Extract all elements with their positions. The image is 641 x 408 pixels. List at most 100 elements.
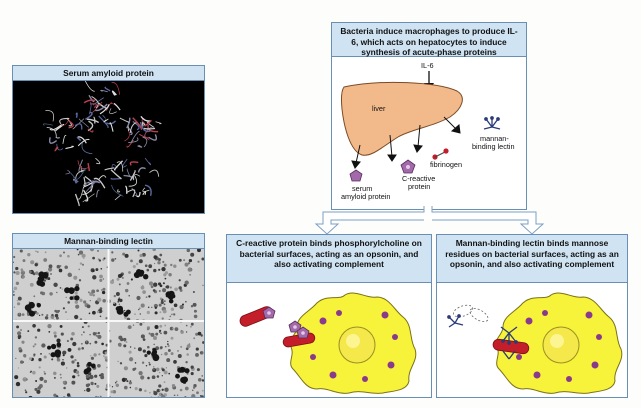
micrograph-speck — [13, 255, 16, 259]
micrograph-speck — [74, 291, 78, 295]
micrograph-speck — [178, 279, 181, 282]
micrograph-speck — [122, 252, 126, 256]
micrograph-speck — [87, 325, 90, 328]
micrograph-speck — [153, 255, 158, 260]
protein-strand — [86, 181, 98, 186]
protein-strand — [110, 177, 122, 180]
lectin-particle — [39, 276, 45, 282]
protein-strand — [98, 175, 107, 180]
micrograph-speck — [53, 393, 57, 397]
micrograph-speck — [35, 380, 38, 382]
micrograph-speck — [167, 344, 170, 348]
micrograph-speck — [119, 362, 123, 365]
micrograph-speck — [92, 256, 95, 260]
micrograph-speck — [126, 282, 130, 285]
micrograph-speck — [132, 265, 136, 269]
micrograph-speck — [165, 285, 170, 289]
micrograph-speck — [79, 298, 83, 302]
micrograph-speck — [60, 332, 64, 336]
protein-strand — [42, 123, 53, 126]
micrograph-speck — [148, 361, 151, 364]
micrograph-speck — [201, 395, 204, 397]
protein-strand — [110, 169, 122, 180]
micrograph-speck — [124, 316, 127, 319]
micrograph-speck — [159, 284, 163, 288]
micrograph-speck — [184, 262, 189, 267]
protein-strand — [144, 184, 152, 196]
lectin-particle — [115, 306, 121, 311]
micrograph-speck — [99, 315, 102, 318]
micrograph-speck — [36, 312, 39, 315]
micrograph-speck — [161, 375, 163, 377]
micrograph-speck — [153, 391, 158, 396]
protein-strand — [68, 120, 74, 129]
micrograph-speck — [86, 387, 91, 393]
micrograph-speck — [140, 375, 145, 380]
micrograph-speck — [104, 356, 108, 360]
micrograph-speck — [44, 316, 49, 320]
micrograph-speck — [192, 290, 195, 294]
protein-strand — [114, 194, 122, 201]
micrograph-speck — [144, 354, 148, 358]
acute-phase-title: Bacteria induce macrophages to produce I… — [332, 23, 526, 57]
micrograph-speck — [99, 274, 103, 279]
micrograph-speck — [19, 328, 23, 332]
micrograph-speck — [169, 315, 172, 318]
micrograph-speck — [89, 300, 91, 302]
lectin-particle — [168, 298, 174, 304]
micrograph-speck — [112, 390, 117, 394]
micrograph-speck — [54, 334, 57, 338]
micrograph-speck — [74, 314, 79, 320]
micrograph-speck — [201, 257, 204, 261]
micrograph-speck — [110, 279, 115, 285]
micrograph-speck — [15, 381, 21, 387]
micrograph-speck — [97, 363, 101, 368]
micrograph-speck — [181, 303, 185, 306]
lectin-particle — [86, 366, 92, 373]
micrograph-speck — [22, 259, 26, 263]
micrograph-speck — [63, 396, 66, 397]
micrograph-speck — [66, 367, 68, 369]
micrograph-speck — [184, 396, 187, 397]
micrograph-speck — [162, 282, 165, 285]
serum-amyloid-panel: Serum amyloid protein — [12, 65, 205, 214]
micrograph-speck — [159, 329, 162, 332]
protein-strand — [93, 116, 96, 124]
micrograph-speck — [127, 327, 130, 329]
micrograph-speck — [172, 327, 175, 330]
protein-strand — [125, 185, 128, 194]
micrograph-speck — [98, 353, 101, 356]
micrograph-speck — [101, 290, 106, 295]
micrograph-speck — [91, 289, 96, 294]
micrograph-speck — [59, 373, 62, 376]
micrograph-speck — [44, 251, 47, 254]
micrograph-speck — [53, 376, 56, 379]
micrograph-speck — [161, 393, 163, 396]
micrograph-speck — [53, 331, 57, 335]
micrograph-speck — [89, 333, 91, 336]
micrograph-speck — [113, 302, 116, 305]
micrograph-speck — [48, 352, 51, 355]
micrograph-speck — [34, 263, 38, 267]
micrograph-speck — [180, 329, 183, 332]
micrograph-speck — [187, 262, 191, 265]
c-reactive-label: C-reactive — [402, 174, 435, 183]
micrograph-speck — [70, 337, 74, 341]
micrograph-speck — [50, 273, 52, 275]
micrograph-speck — [115, 380, 118, 383]
serum-label: serum — [352, 184, 372, 193]
micrograph-speck — [123, 337, 127, 342]
liver-diagram: IL-6 liver serum amyloid protein C-react… — [340, 61, 515, 201]
micrograph-speck — [116, 277, 120, 281]
micrograph-speck — [67, 254, 70, 258]
micrograph-speck — [150, 332, 155, 337]
micrograph-speck — [43, 279, 47, 282]
micrograph-speck — [74, 300, 78, 304]
micrograph-speck — [82, 263, 84, 266]
micrograph-speck — [35, 250, 37, 253]
micrograph-speck — [163, 303, 166, 306]
micrograph-speck — [63, 386, 66, 390]
micrograph-speck — [118, 335, 123, 340]
micrograph-speck — [170, 307, 175, 311]
micrograph-speck — [15, 281, 20, 285]
